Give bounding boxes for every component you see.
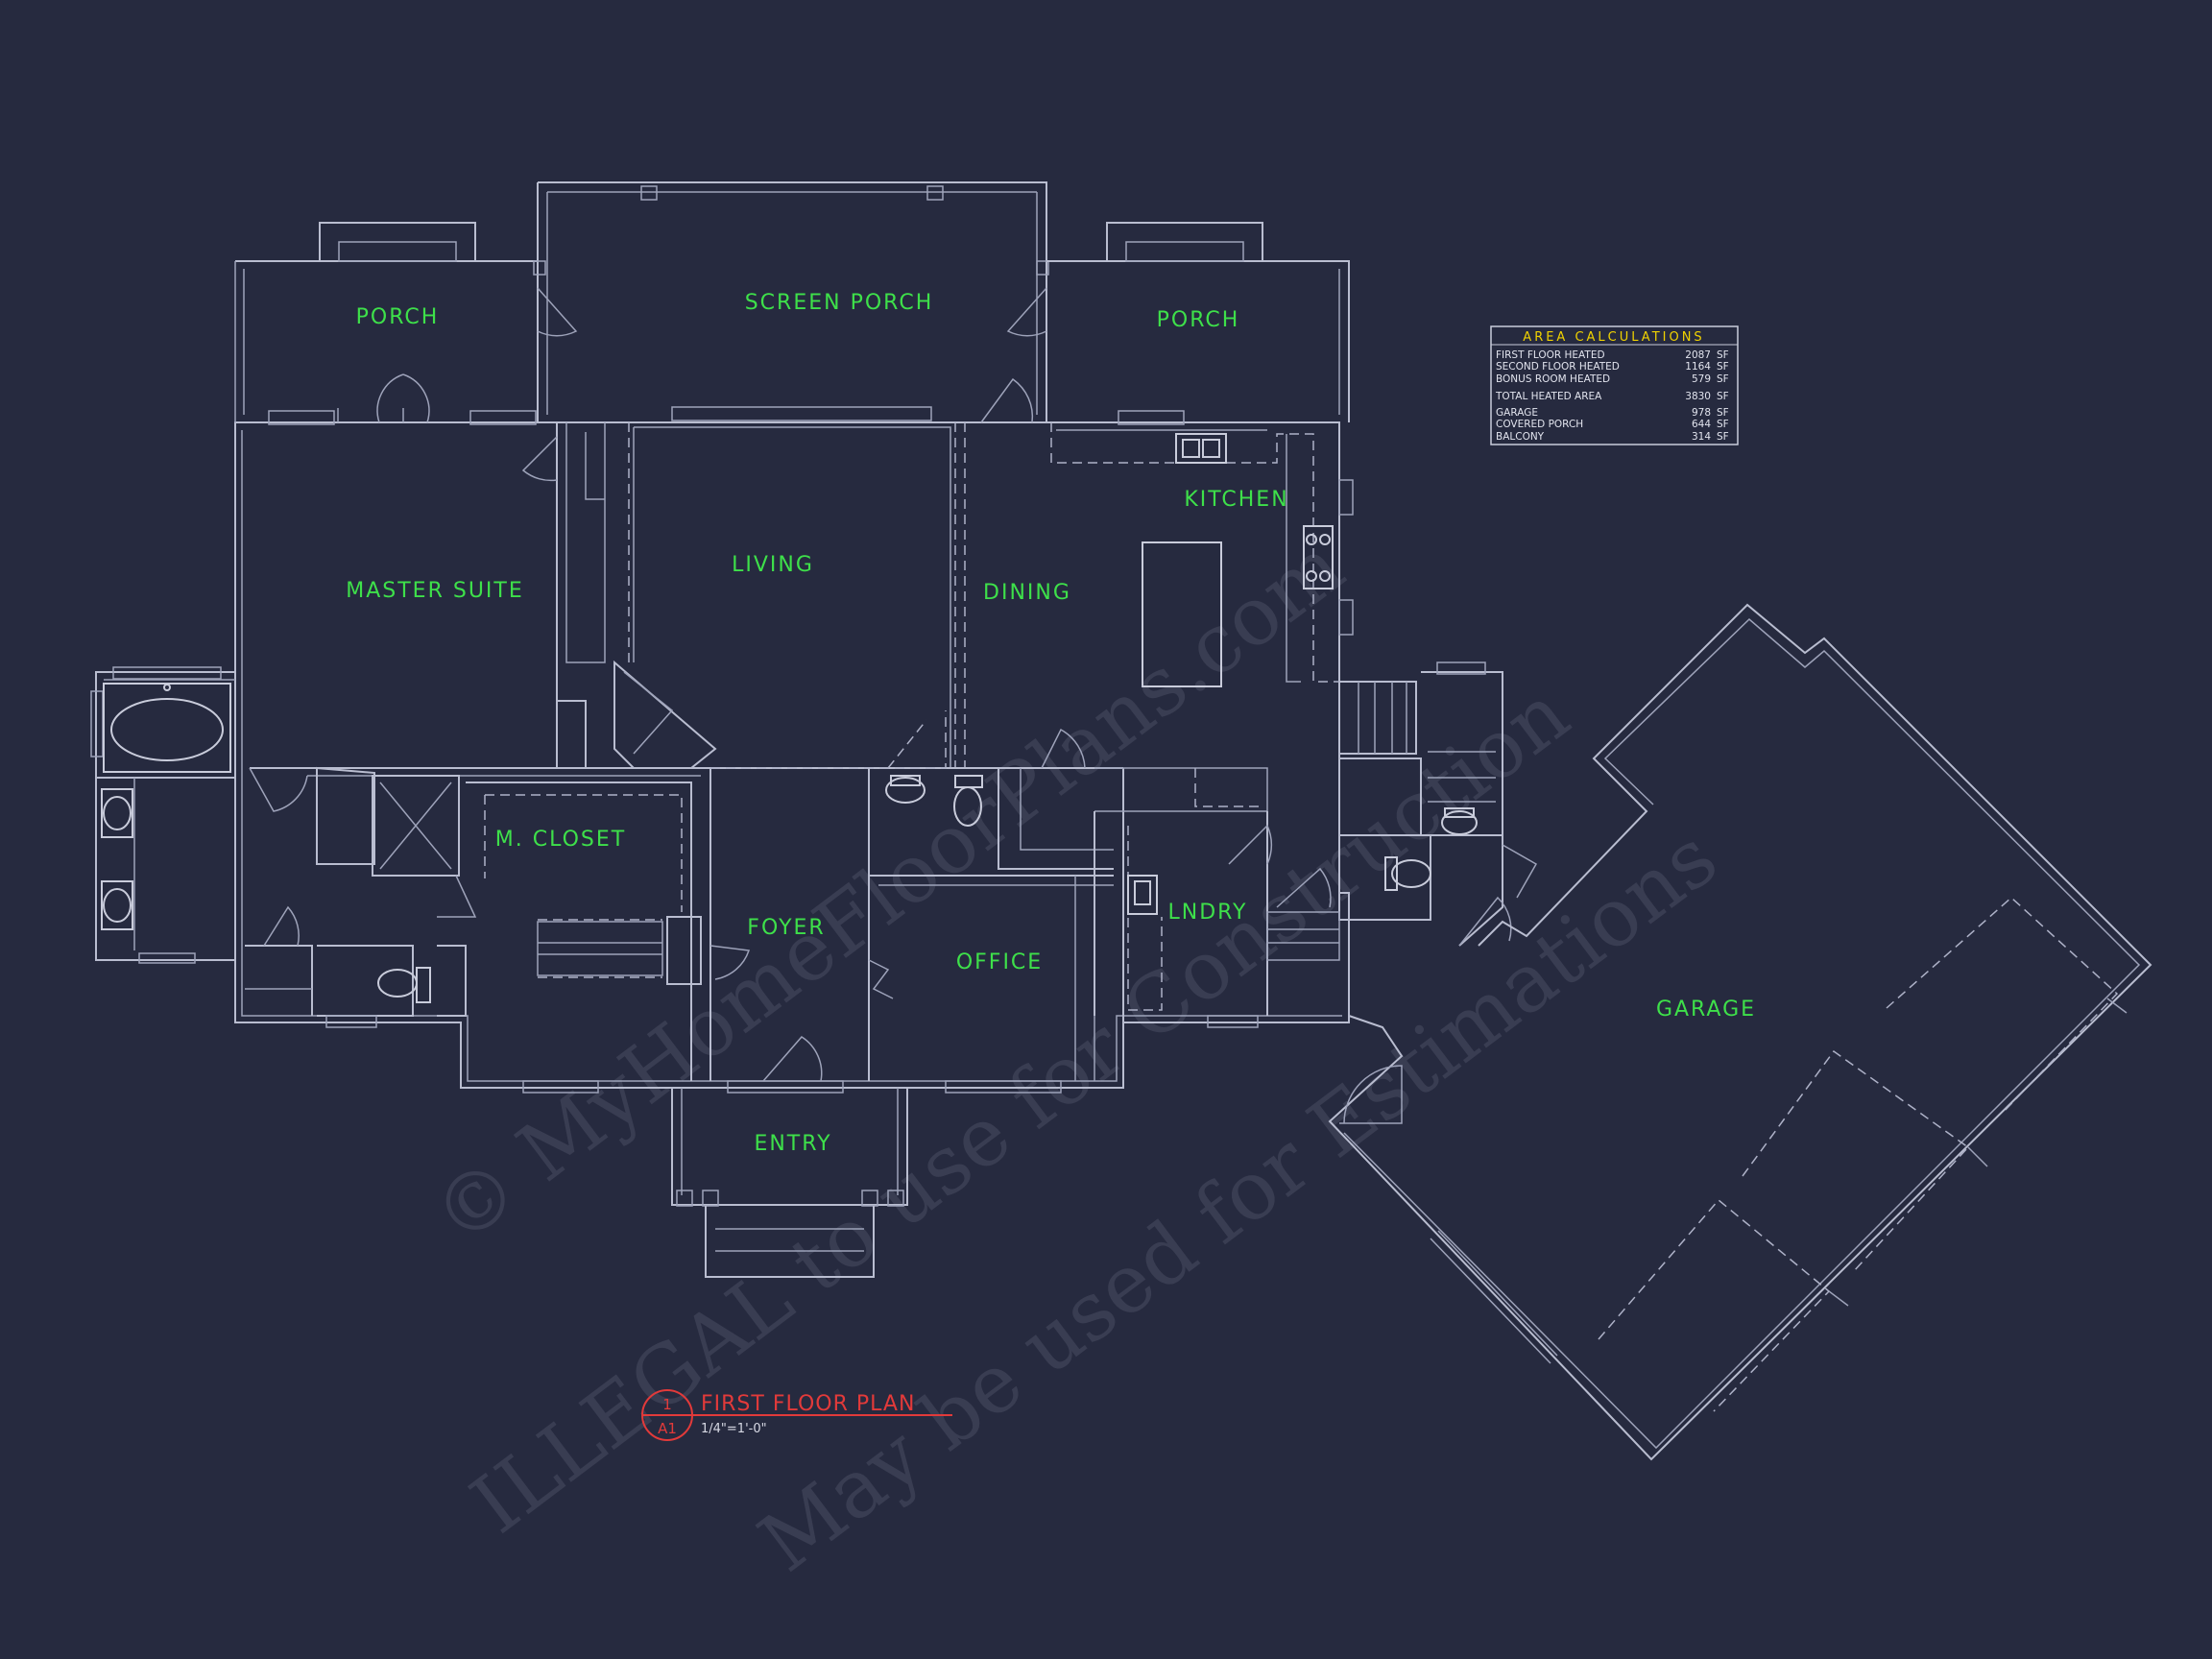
area-row-value: 1164 — [1685, 361, 1711, 373]
area-row-value: 579 — [1692, 373, 1711, 385]
house-walls — [90, 181, 1538, 1278]
area-row-label: COVERED PORCH — [1496, 419, 1583, 430]
label-kitchen: KITCHEN — [1184, 488, 1288, 512]
room-labels: PORCH SCREEN PORCH PORCH KITCHEN MASTER … — [346, 291, 1756, 1156]
area-row-unit: SF — [1717, 419, 1729, 430]
area-row-unit: SF — [1717, 431, 1729, 443]
drawing-scale: 1/4"=1'-0" — [701, 1422, 767, 1436]
label-living: LIVING — [732, 553, 814, 577]
label-master-suite: MASTER SUITE — [346, 579, 524, 603]
area-row-value: 2087 — [1685, 349, 1711, 361]
area-row-unit: SF — [1717, 373, 1729, 385]
area-calculations-table: AREA CALCULATIONS FIRST FLOOR HEATED 2087… — [1490, 325, 1739, 445]
area-row-label: FIRST FLOOR HEATED — [1496, 349, 1605, 361]
label-foyer: FOYER — [747, 916, 825, 940]
label-lndry: LNDRY — [1168, 901, 1248, 925]
label-office: OFFICE — [956, 950, 1043, 974]
area-row-unit: SF — [1717, 407, 1729, 419]
drawing-title-block: 1 A1 FIRST FLOOR PLAN 1/4"=1'-0" — [641, 1389, 952, 1441]
label-porch-right: PORCH — [1157, 308, 1240, 332]
area-row-value: 978 — [1692, 407, 1711, 419]
garage-walls — [1328, 603, 2152, 1461]
sheet-number: A1 — [658, 1420, 677, 1437]
area-table-title: AREA CALCULATIONS — [1523, 330, 1704, 345]
area-row-value: 314 — [1692, 431, 1711, 443]
label-dining: DINING — [983, 581, 1071, 605]
label-garage: GARAGE — [1656, 998, 1756, 1022]
area-row-label: TOTAL HEATED AREA — [1495, 391, 1602, 402]
label-porch-left: PORCH — [356, 305, 440, 329]
area-row-unit: SF — [1717, 361, 1729, 373]
area-row-value: 644 — [1692, 419, 1711, 430]
area-row-label: GARAGE — [1496, 407, 1538, 419]
drawing-number: 1 — [662, 1396, 672, 1413]
area-row-value: 3830 — [1685, 391, 1711, 402]
label-m-closet: M. CLOSET — [495, 828, 626, 852]
area-row-unit: SF — [1717, 349, 1729, 361]
label-entry: ENTRY — [754, 1132, 831, 1156]
area-row-label: BALCONY — [1496, 431, 1545, 443]
area-row-label: SECOND FLOOR HEATED — [1496, 361, 1620, 373]
label-screen-porch: SCREEN PORCH — [745, 291, 934, 315]
drawing-title: FIRST FLOOR PLAN — [701, 1392, 915, 1416]
area-row-unit: SF — [1717, 391, 1729, 402]
area-row-label: BONUS ROOM HEATED — [1496, 373, 1610, 385]
